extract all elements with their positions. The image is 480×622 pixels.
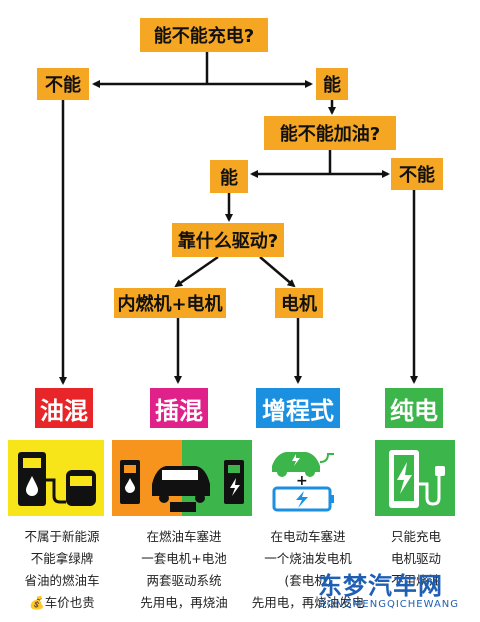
question-can-charge: 能不能充电? bbox=[140, 18, 268, 52]
hybrid-description: 不属于新能源 不能拿绿牌 省油的燃油车 💰车价也贵 bbox=[10, 526, 114, 614]
description-line: 电机驱动 bbox=[390, 551, 441, 566]
watermark-title: 东梦汽车网 bbox=[318, 572, 443, 600]
description-line: 省油的燃油车 bbox=[24, 573, 100, 588]
category-erev: 增程式 bbox=[256, 388, 340, 428]
answer-cannot-refuel: 不能 bbox=[391, 158, 443, 190]
question-can-refuel: 能不能加油? bbox=[264, 116, 396, 150]
answer-cannot-charge: 不能 bbox=[37, 68, 89, 100]
erev-illustration: + bbox=[262, 440, 346, 516]
description-line: 只能充电 bbox=[390, 529, 441, 544]
description-line: 不能拿绿牌 bbox=[30, 551, 94, 566]
answer-motor: 电机 bbox=[275, 288, 323, 318]
description-line: 在燃油车塞进 bbox=[146, 529, 222, 544]
description-line: 一个烧油发电机 bbox=[264, 551, 352, 566]
category-phev: 插混 bbox=[150, 388, 208, 428]
description-line: 💰车价也贵 bbox=[29, 595, 95, 610]
description-line: 先用电，再烧油发电 bbox=[251, 595, 365, 610]
phev-illustration bbox=[112, 440, 252, 516]
category-hybrid: 油混 bbox=[35, 388, 93, 428]
description-line: (套电机) bbox=[284, 573, 332, 588]
answer-engine-plus-motor: 内燃机+电机 bbox=[114, 288, 226, 318]
answer-can-charge: 能 bbox=[316, 68, 348, 100]
description-line: 两套驱动系统 bbox=[146, 573, 222, 588]
description-line: 不用烧油 bbox=[390, 573, 441, 588]
description-line: 先用电，再烧油 bbox=[140, 595, 228, 610]
phev-description: 在燃油车塞进 一套电机+电池 两套驱动系统 先用电，再烧油 bbox=[128, 526, 240, 614]
question-drive-source: 靠什么驱动? bbox=[172, 223, 284, 257]
plus-sign: + bbox=[296, 473, 308, 489]
hybrid-illustration bbox=[8, 440, 104, 516]
category-bev: 纯电 bbox=[385, 388, 443, 428]
watermark: 东梦汽车网 DONGMENGQICHEWANG bbox=[318, 566, 480, 610]
description-line: 一套电机+电池 bbox=[141, 551, 227, 566]
description-line: 在电动车塞进 bbox=[270, 529, 346, 544]
erev-description: 在电动车塞进 一个烧油发电机 (套电机) 先用电，再烧油发电 bbox=[246, 526, 370, 614]
description-line: 不属于新能源 bbox=[24, 529, 100, 544]
bev-illustration bbox=[375, 440, 455, 516]
watermark-subtitle: DONGMENGQICHEWANG bbox=[318, 599, 460, 610]
answer-can-refuel: 能 bbox=[210, 160, 248, 193]
bev-description: 只能充电 电机驱动 不用烧油 bbox=[376, 526, 456, 592]
